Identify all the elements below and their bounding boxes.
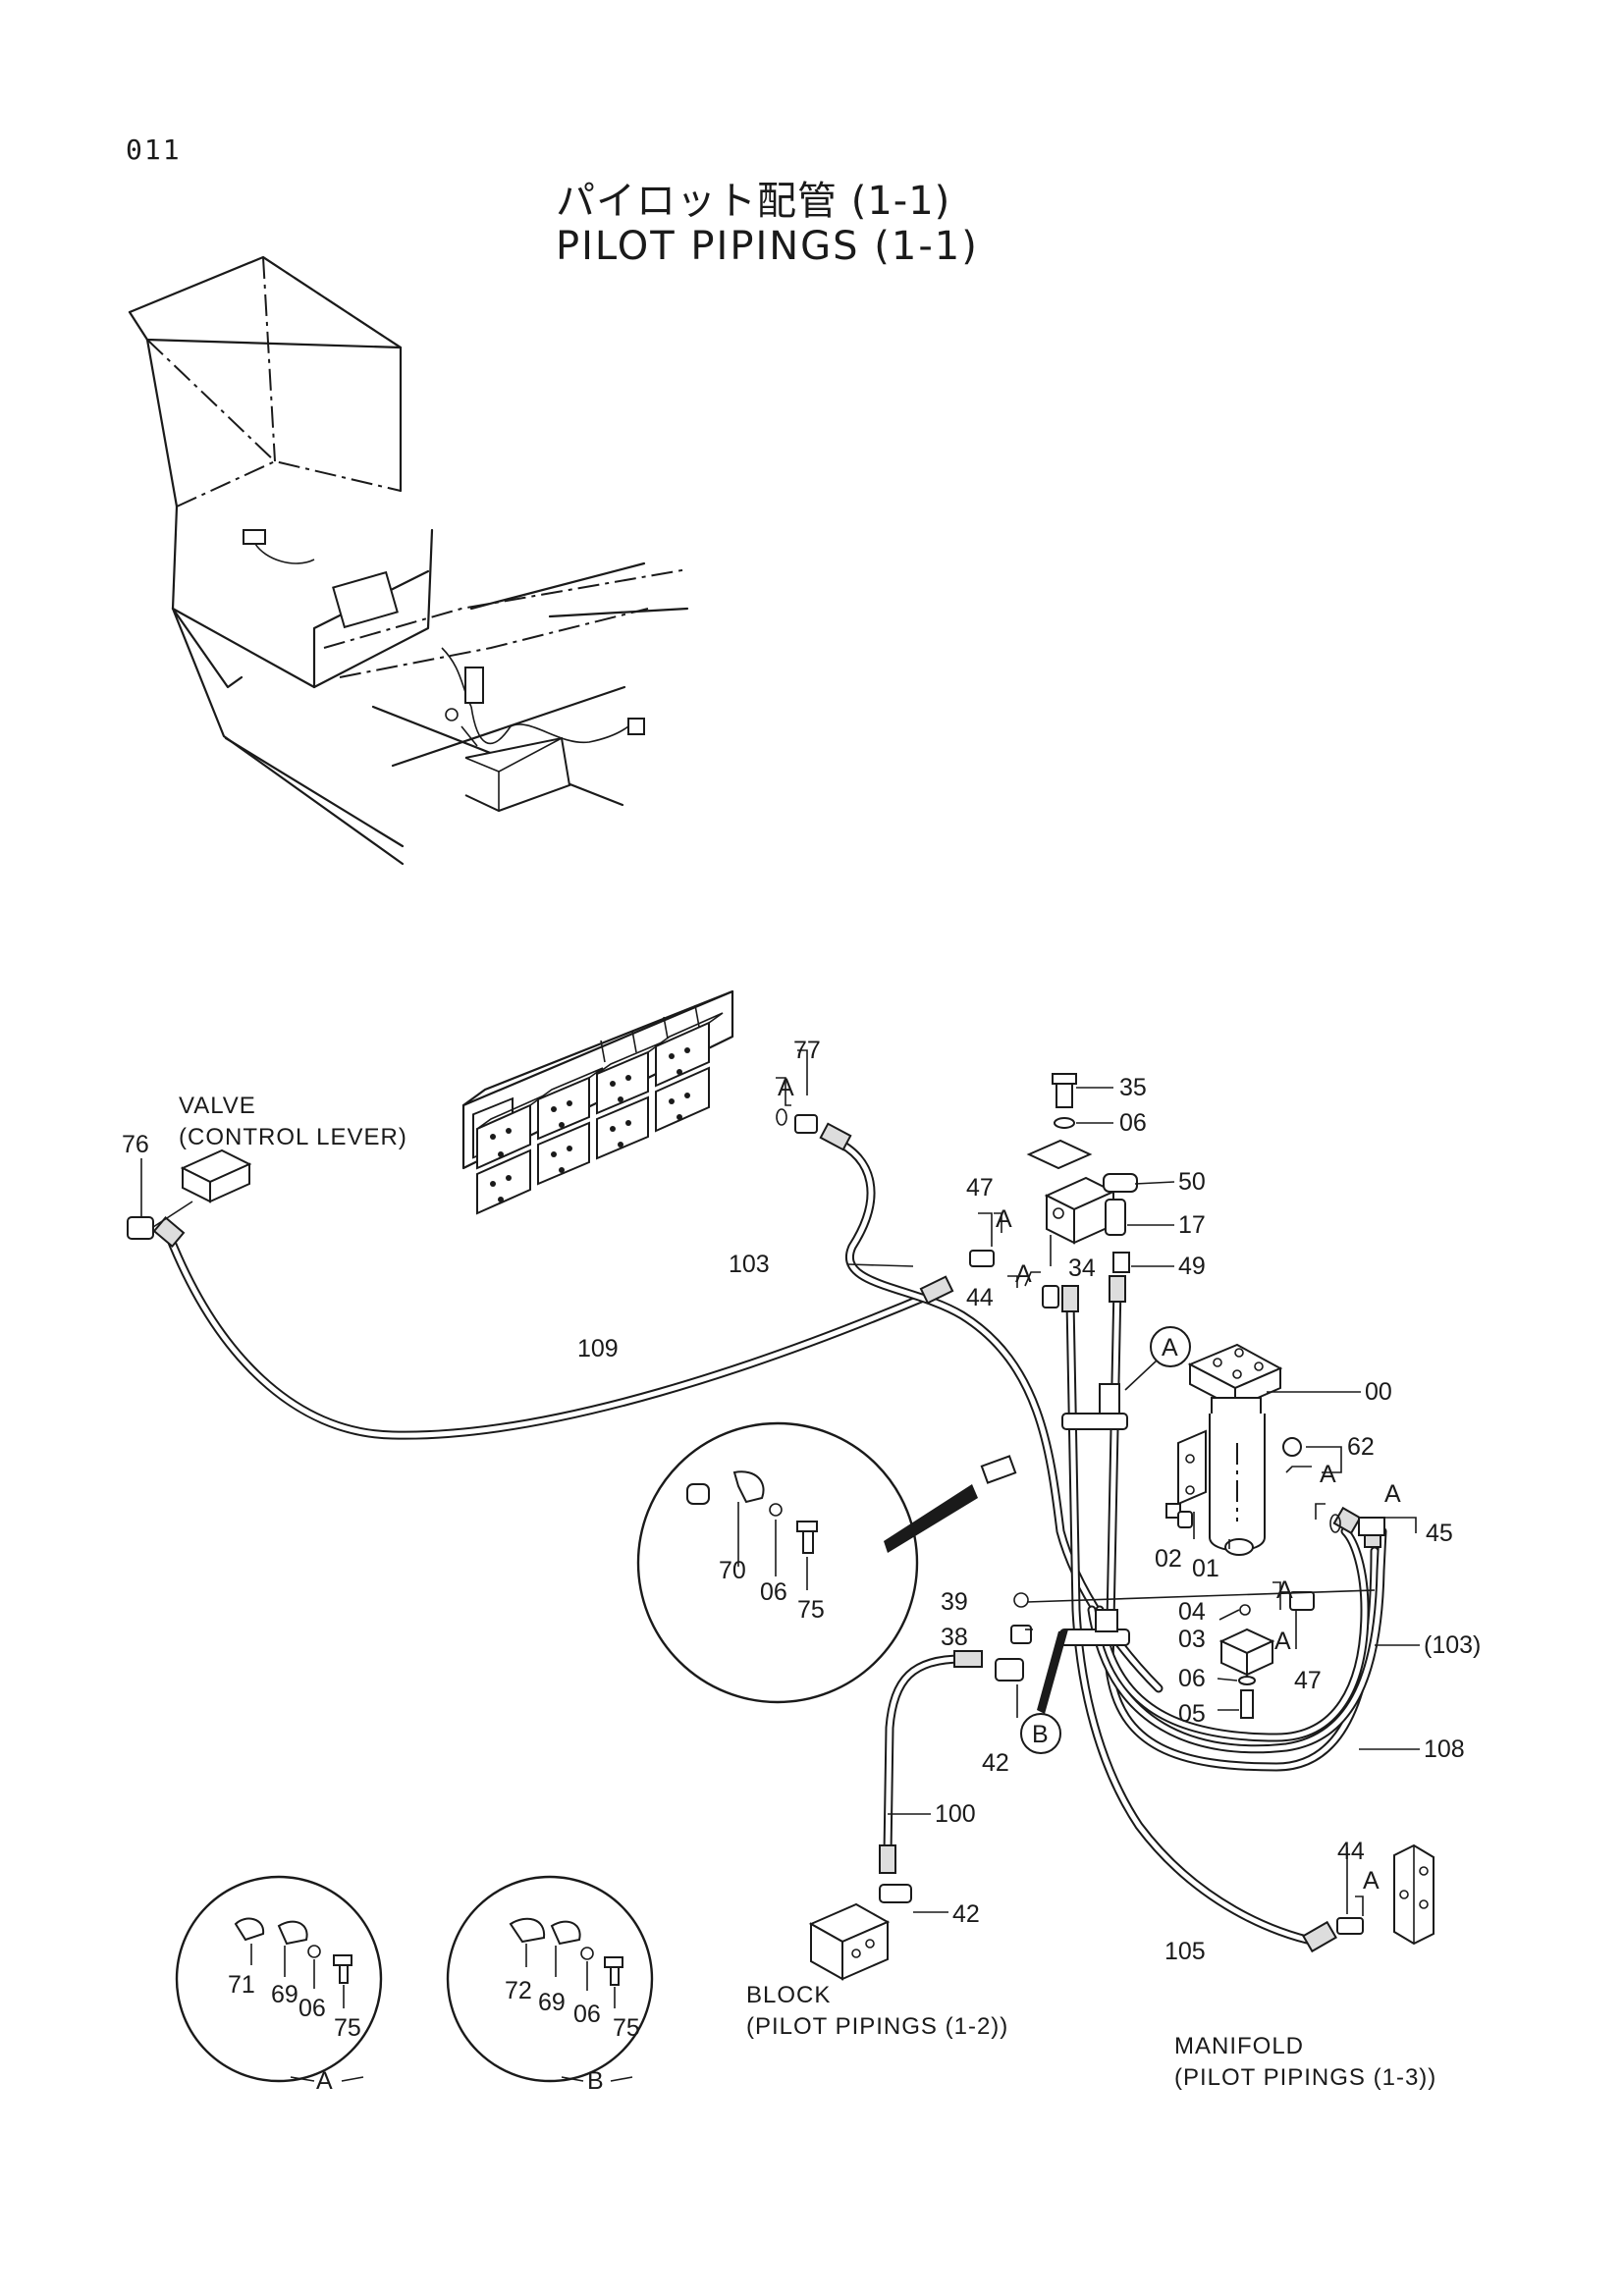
manifold-label: MANIFOLD: [1174, 2033, 1304, 2059]
label-42-bottom: 42: [952, 1900, 980, 1928]
hoses: [152, 1122, 1387, 1953]
detail-circle-b: [446, 1875, 654, 2083]
label-39: 39: [941, 1588, 968, 1616]
label-50: 50: [1178, 1168, 1206, 1196]
label-108: 108: [1424, 1735, 1465, 1763]
detail-circle-clamp: [636, 1421, 978, 1704]
circle-ref-a: A: [1162, 1334, 1178, 1362]
label-69-b: 69: [538, 1989, 566, 2016]
detail-a-caption: A: [316, 2067, 333, 2095]
label-06-b: 06: [573, 2001, 601, 2028]
marker-a-2: A: [996, 1205, 1012, 1233]
label-44-bottom: 44: [1337, 1838, 1365, 1865]
label-71: 71: [228, 1971, 255, 1999]
valve-bank: [461, 989, 734, 1215]
circle-ref-b: B: [1032, 1721, 1049, 1748]
label-75-b: 75: [613, 2014, 640, 2042]
label-77: 77: [793, 1037, 821, 1064]
marker-a-5: A: [1384, 1480, 1401, 1508]
manifold-ref-label: (PILOT PIPINGS (1-3)): [1174, 2064, 1436, 2091]
block-ref-label: (PILOT PIPINGS (1-2)): [746, 2013, 1008, 2040]
title-english: PILOT PIPINGS (1-1): [556, 224, 979, 269]
clamps: [980, 1383, 1130, 1646]
label-42-mid: 42: [982, 1749, 1009, 1777]
leader-lines: [140, 1049, 1420, 1914]
valve-label: VALVE: [179, 1093, 256, 1119]
part-number-labels: 35 06 50 17 49 34 47 44 77 76 103 109 00…: [122, 1037, 1481, 2042]
label-75-detail: 75: [797, 1596, 825, 1624]
label-109: 109: [577, 1335, 619, 1362]
label-69-a: 69: [271, 1981, 298, 2008]
label-105: 105: [1164, 1938, 1206, 1965]
label-02: 02: [1155, 1545, 1182, 1573]
label-44-top: 44: [966, 1284, 994, 1311]
title-japanese: パイロット配管 (1-1): [556, 179, 951, 224]
label-103: 103: [729, 1251, 770, 1278]
callout-labels: VALVE (CONTROL LEVER) BLOCK (PILOT PIPIN…: [179, 1093, 1436, 2091]
marker-a-7: A: [1363, 1867, 1380, 1895]
marker-a-4: A: [1320, 1461, 1336, 1488]
label-06-a: 06: [298, 1995, 326, 2022]
valve-sections: [476, 1012, 724, 1215]
label-04: 04: [1178, 1598, 1206, 1626]
label-70: 70: [719, 1557, 746, 1584]
page-number: 011: [126, 133, 182, 166]
label-05: 05: [1178, 1700, 1206, 1728]
label-00: 00: [1365, 1378, 1392, 1406]
label-103-ref: (103): [1424, 1631, 1481, 1659]
label-45: 45: [1426, 1520, 1453, 1547]
label-34: 34: [1068, 1255, 1096, 1282]
label-06-top: 06: [1119, 1109, 1147, 1137]
detail-b-caption: B: [587, 2067, 604, 2095]
machine-location-sketch: [128, 255, 689, 866]
a-brackets: [776, 1077, 1364, 1916]
label-100: 100: [935, 1800, 976, 1828]
label-47-top: 47: [966, 1174, 994, 1201]
label-06-mid: 06: [1178, 1665, 1206, 1692]
label-17: 17: [1178, 1211, 1206, 1239]
marker-a-6: A: [1274, 1628, 1291, 1655]
label-38: 38: [941, 1624, 968, 1651]
label-75-a: 75: [334, 2014, 361, 2042]
label-47-mid: 47: [1294, 1667, 1322, 1694]
control-lever-label: (CONTROL LEVER): [179, 1124, 407, 1150]
label-49: 49: [1178, 1253, 1206, 1280]
label-76: 76: [122, 1131, 149, 1158]
detail-reference-circles: [1020, 1326, 1191, 1754]
marker-a-8: A: [1276, 1576, 1293, 1604]
block-label: BLOCK: [746, 1982, 831, 2008]
fittings: [127, 1073, 1435, 1981]
marker-a-1: A: [778, 1074, 794, 1101]
detail-circle-a: [175, 1875, 383, 2083]
label-06-detail: 06: [760, 1578, 787, 1606]
accumulator: [1177, 1343, 1283, 1556]
label-01: 01: [1192, 1555, 1219, 1582]
label-62: 62: [1347, 1433, 1375, 1461]
label-03: 03: [1178, 1626, 1206, 1653]
detail-marker-labels: A A A A A A A A A B A B: [316, 1074, 1401, 2095]
marker-a-3: A: [1015, 1260, 1032, 1288]
label-72: 72: [505, 1977, 532, 2004]
label-35: 35: [1119, 1074, 1147, 1101]
